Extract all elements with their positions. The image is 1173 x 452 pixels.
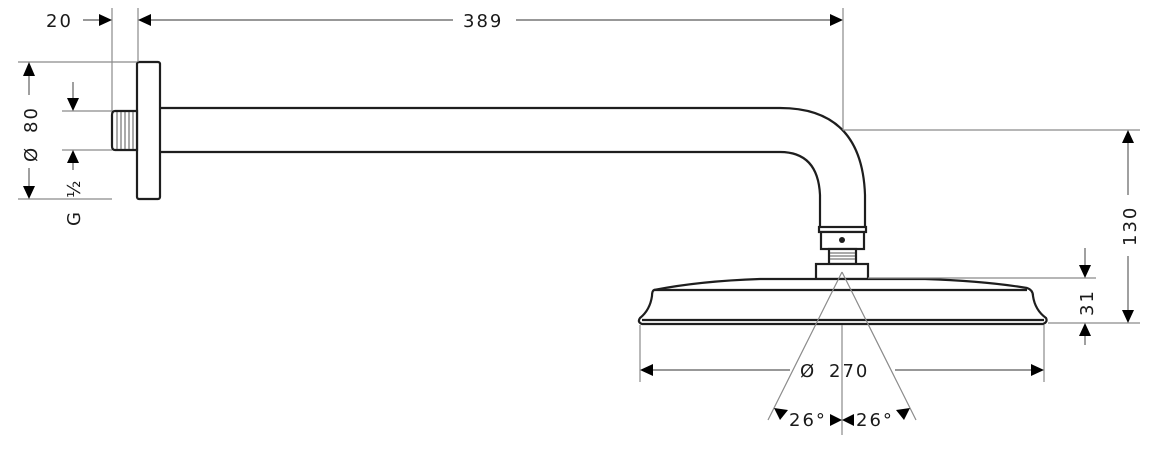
swivel-joint <box>814 225 870 281</box>
dim-31-label: 31 <box>1077 289 1098 316</box>
dimension-thread: ½ G <box>62 82 112 226</box>
threaded-connector <box>110 109 139 152</box>
dim-270-label: 270 <box>829 361 869 382</box>
dimension-arm-drop: 130 <box>843 129 1141 324</box>
dim-389-label: 389 <box>463 11 503 32</box>
dimension-arm-projection: 389 <box>138 8 844 130</box>
dimension-flange-diameter: 80 Ø <box>18 61 137 200</box>
dimension-head-height: 31 <box>868 248 1098 345</box>
diameter-symbol: Ø <box>21 146 42 162</box>
spray-angle-right-label: 26° <box>856 410 894 431</box>
dim-80-label: 80 <box>21 106 42 133</box>
dim-130-label: 130 <box>1120 206 1141 246</box>
spray-angle-left-label: 26° <box>789 410 827 431</box>
wall-flange <box>135 60 162 201</box>
head-diameter-symbol: Ø <box>800 361 816 382</box>
thread-prefix-label: G <box>64 210 85 226</box>
dimension-flange-depth: 20 <box>46 8 139 111</box>
thread-size-label: ½ <box>64 179 85 198</box>
dim-20-label: 20 <box>46 11 73 32</box>
dimension-head-diameter: Ø 270 <box>639 325 1045 382</box>
shower-arm <box>160 106 867 230</box>
shower-head <box>637 277 1048 326</box>
spray-angle-indicator: 26° 26° <box>767 271 917 435</box>
